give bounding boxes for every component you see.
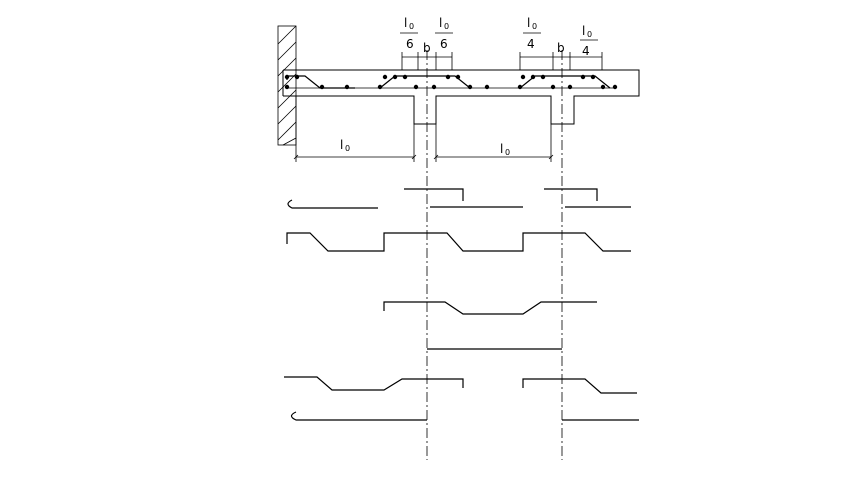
label-l0: l — [582, 24, 585, 38]
label-b: b — [557, 41, 565, 55]
bar-detail-row-2 — [286, 232, 631, 252]
rebar-dot — [540, 74, 546, 80]
rebar-dot — [484, 84, 490, 90]
rebar-dot — [294, 74, 300, 80]
top-dimension-right: l 0 4 b l 0 4 — [519, 16, 603, 70]
rebar-dot — [567, 84, 573, 90]
rebar-dots — [284, 74, 618, 90]
label-six: 6 — [440, 37, 448, 51]
label-l0: l — [500, 142, 503, 156]
label-four: 4 — [527, 37, 535, 51]
rebar-dot — [530, 74, 536, 80]
label-l0: l — [404, 16, 407, 30]
span-dimensions: l 0 l 0 — [293, 96, 554, 162]
rebar-dot — [550, 84, 556, 90]
label-four: 4 — [582, 44, 590, 58]
rebar-dot — [284, 84, 290, 90]
wall-hatching — [277, 25, 297, 146]
rebar-dot — [590, 74, 596, 80]
label-l0-subscript: 0 — [505, 148, 510, 157]
label-l0-subscript: 0 — [409, 22, 414, 31]
label-b: b — [423, 41, 431, 55]
label-l0-subscript: 0 — [345, 144, 350, 153]
bar-detail-row-1 — [287, 188, 631, 209]
rebar-dot — [600, 84, 606, 90]
bar-detail-row-6 — [290, 411, 639, 421]
axis-lines — [426, 50, 563, 460]
rebar-dot — [413, 84, 419, 90]
label-l0: l — [527, 16, 530, 30]
label-six: 6 — [406, 37, 414, 51]
rebar-dot — [580, 74, 586, 80]
label-l0-subscript: 0 — [444, 22, 449, 31]
label-l0-subscript: 0 — [532, 22, 537, 31]
label-l0-subscript: 0 — [587, 30, 592, 39]
bar-detail-row-3 — [383, 301, 597, 315]
rebar-dot — [467, 84, 473, 90]
rebar-dot — [392, 74, 398, 80]
rebar-dot — [382, 74, 388, 80]
rebar-dot — [612, 84, 618, 90]
rebar-dot — [455, 74, 461, 80]
rebar-dot — [402, 74, 408, 80]
rebar-dot — [431, 84, 437, 90]
rebar-dot — [520, 74, 526, 80]
rebar-dot — [344, 84, 350, 90]
rebar-dot — [377, 84, 383, 90]
rebar-dot — [319, 84, 325, 90]
label-l0: l — [439, 16, 442, 30]
rebar-dot — [284, 74, 290, 80]
rebar-dot — [445, 74, 451, 80]
top-dimension-left: l 0 6 b l 0 6 — [400, 16, 453, 70]
bar-detail-row-5 — [284, 376, 637, 394]
beam-outline — [282, 69, 640, 125]
beam-reinforcement — [286, 75, 615, 89]
label-l0: l — [340, 138, 343, 152]
rebar-dot — [517, 84, 523, 90]
